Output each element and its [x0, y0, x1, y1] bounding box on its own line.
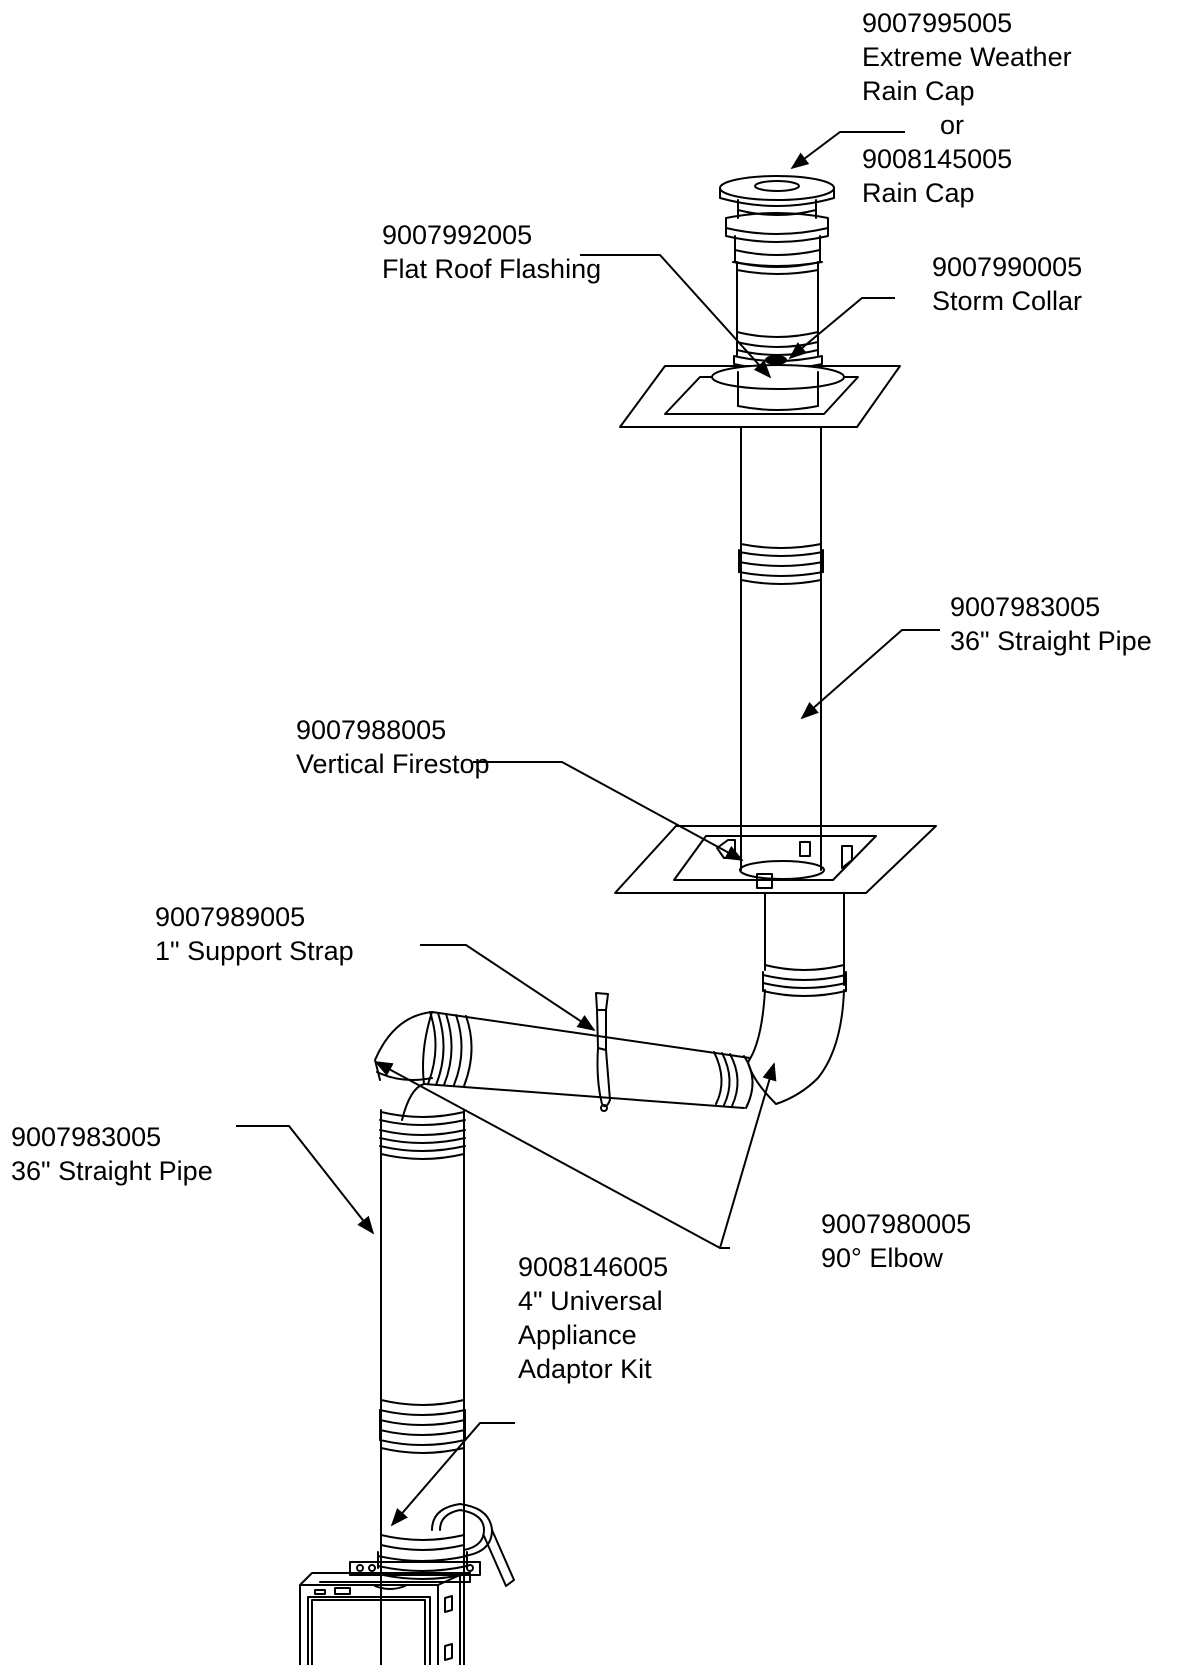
- leader-vertical-firestop: [473, 761, 744, 861]
- leader-rain-cap: [790, 131, 905, 170]
- leader-elbow-upper: [719, 1062, 777, 1249]
- elbow-name: 90° Elbow: [821, 1243, 943, 1273]
- rain-cap-name-line1: Extreme Weather: [862, 42, 1072, 72]
- flat-roof-flashing-part-number: 9007992005: [382, 220, 533, 250]
- storm-collar-name: Storm Collar: [932, 286, 1083, 316]
- elbow-label: 9007980005 90° Elbow: [821, 1207, 971, 1275]
- vertical-firestop-name: Vertical Firestop: [296, 749, 490, 779]
- leader-flat-roof-flashing: [580, 254, 772, 379]
- upper-elbow: [747, 989, 845, 1105]
- vertical-firestop-label: 9007988005 Vertical Firestop: [296, 713, 490, 781]
- leader-elbow-lower: [374, 1061, 730, 1249]
- support-strap-part-number: 9007989005: [155, 902, 306, 932]
- rain-cap-or: or: [940, 110, 965, 140]
- leader-storm-collar: [788, 297, 895, 360]
- support-strap-label: 9007989005 1" Support Strap: [155, 900, 354, 968]
- leader-support-strap: [420, 944, 596, 1031]
- rain-cap: [719, 175, 835, 268]
- storm-collar-label: 9007990005 Storm Collar: [932, 250, 1082, 318]
- upper-vent-pipe: [736, 261, 819, 356]
- middle-vent-pipe: [738, 426, 824, 851]
- adaptor-kit-name-line1: 4" Universal: [518, 1286, 663, 1316]
- leader-adaptor-kit: [390, 1422, 515, 1527]
- lower-vent-pipe: [762, 892, 847, 997]
- leader-straight-pipe-upper: [800, 629, 940, 720]
- support-strap-name: 1" Support Strap: [155, 936, 354, 966]
- straight-pipe-lower-part-number: 9007983005: [11, 1122, 162, 1152]
- rain-cap-part-number: 9007995005: [862, 8, 1013, 38]
- straight-pipe-upper-label: 9007983005 36" Straight Pipe: [950, 590, 1152, 658]
- rain-cap-label: 9007995005 Extreme Weather Rain Cap or 9…: [862, 6, 1072, 210]
- adaptor-kit-name-line3: Adaptor Kit: [518, 1354, 652, 1384]
- vertical-firestop-part-number: 9007988005: [296, 715, 447, 745]
- adaptor-kit-part-number: 9008146005: [518, 1252, 669, 1282]
- rain-cap-alt-part-number: 9008145005: [862, 144, 1013, 174]
- leader-lines: [236, 131, 940, 1527]
- straight-pipe-lower-name: 36" Straight Pipe: [11, 1156, 213, 1186]
- flat-roof-flashing-label: 9007992005 Flat Roof Flashing: [382, 218, 601, 286]
- storm-collar-part-number: 9007990005: [932, 252, 1083, 282]
- leader-straight-pipe-lower: [236, 1125, 375, 1235]
- flat-roof-flashing: [619, 364, 901, 428]
- straight-pipe-upper-name: 36" Straight Pipe: [950, 626, 1152, 656]
- elbow-part-number: 9007980005: [821, 1209, 972, 1239]
- straight-pipe-upper-part-number: 9007983005: [950, 592, 1101, 622]
- support-strap: [595, 992, 611, 1112]
- vertical-firestop: [614, 825, 937, 894]
- flat-roof-flashing-name: Flat Roof Flashing: [382, 254, 602, 284]
- rain-cap-alt-name: Rain Cap: [862, 178, 975, 208]
- left-vent-pipe: [379, 1109, 466, 1665]
- water-heater: [299, 1561, 481, 1665]
- horizontal-vent-pipe: [423, 1011, 754, 1109]
- rain-cap-name-line2: Rain Cap: [862, 76, 975, 106]
- straight-pipe-lower-label: 9007983005 36" Straight Pipe: [11, 1120, 213, 1188]
- adaptor-kit-name-line2: Appliance: [518, 1320, 637, 1350]
- adaptor-kit-label: 9008146005 4" Universal Appliance Adapto…: [518, 1250, 668, 1386]
